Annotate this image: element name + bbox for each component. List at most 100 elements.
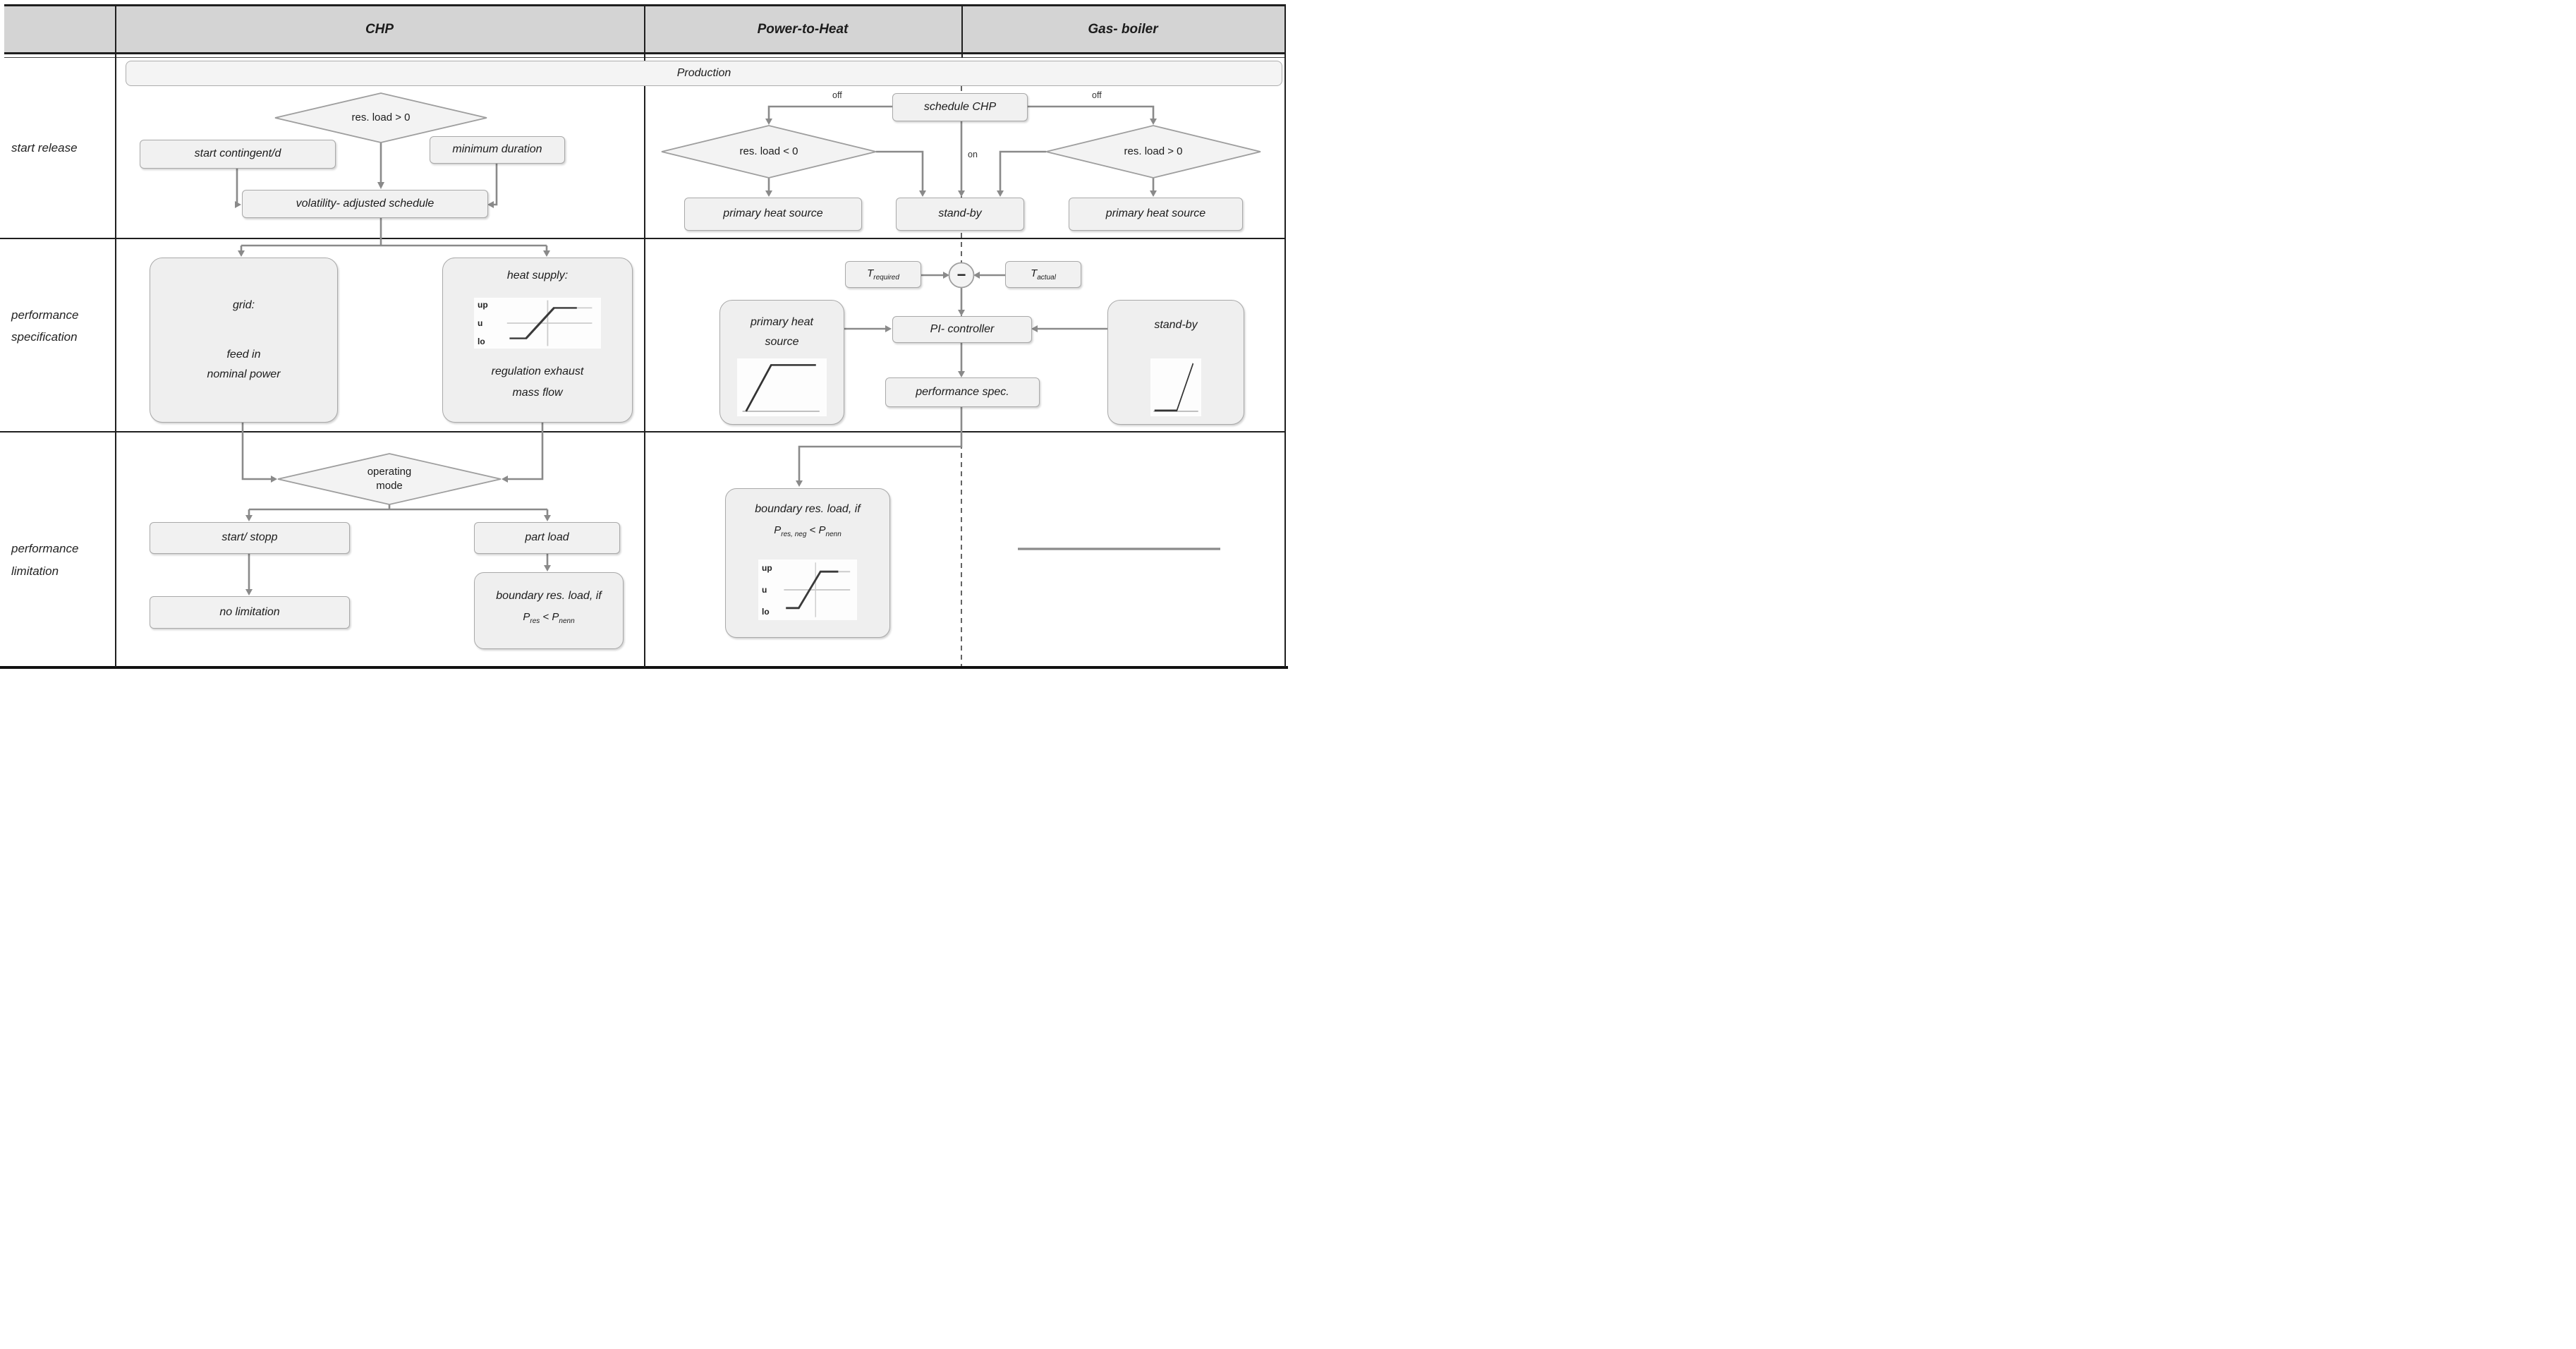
ramp-chart-primary-heat <box>737 358 827 416</box>
line-diamondleft-to-standby <box>876 150 924 190</box>
row-border-1 <box>0 238 1286 239</box>
header-col-gas: Gas- boiler <box>961 6 1284 52</box>
diamond-res-load-gas-label: res. load > 0 <box>1083 141 1224 162</box>
p-res-neg-sub: res, neg <box>781 531 807 538</box>
off-right-label: off <box>1092 90 1102 100</box>
primary-heat-source-left-label: primary heat source <box>723 207 823 220</box>
header-chp-label: CHP <box>365 21 394 37</box>
stand-by-label: stand-by <box>938 207 982 220</box>
primary-heat-source-right-label: primary heat source <box>1105 207 1206 220</box>
pi-controller-label: PI- controller <box>930 322 995 335</box>
on-label: on <box>968 150 978 159</box>
p-nenn-sub-2: nenn <box>825 531 842 538</box>
limiter-curve-svg-2 <box>784 562 851 617</box>
ramp-late-svg <box>1153 363 1198 412</box>
p-nenn-base: P <box>552 611 559 623</box>
p-res-base: P <box>523 611 530 623</box>
diamond-res-load-chp <box>274 92 487 143</box>
limiter-chart-heat-supply: up u lo <box>474 298 601 349</box>
header-pth-label: Power-to-Heat <box>757 21 849 37</box>
row-label-perf-lim-1: performance <box>11 542 79 555</box>
start-stopp-label: start/ stopp <box>221 531 278 544</box>
header-col-pth: Power-to-Heat <box>644 6 961 52</box>
start-contingent-box: start contingent/d <box>140 140 336 169</box>
diamond-res-load-pth <box>661 125 877 179</box>
minimum-duration-box: minimum duration <box>430 136 565 164</box>
row-border-2 <box>0 431 1286 432</box>
off-left-label: off <box>832 90 842 100</box>
t-actual-sub: actual <box>1037 273 1056 282</box>
boundary-res-load-chp-box: boundary res. load, if Pres < Pnenn <box>474 572 624 649</box>
line-mode-split <box>248 504 549 515</box>
limiter-curve-svg <box>506 300 593 346</box>
limiter-up-label: up <box>478 300 488 310</box>
col-border-chp-pth <box>644 4 645 667</box>
grid-feed-in: feed in <box>226 349 261 361</box>
limiter-u-label: u <box>478 318 483 328</box>
schedule-chp-label: schedule CHP <box>923 100 997 113</box>
line-minduration-to-schedule <box>494 162 498 206</box>
phs-line2: source <box>765 336 799 348</box>
line-perfspec-to-boundary <box>798 406 963 480</box>
diamond-res-load-pth-text: res. load < 0 <box>739 145 798 157</box>
part-load-label: part load <box>525 531 569 544</box>
stand-by-chart-box: stand-by <box>1107 300 1244 425</box>
production-banner: Production <box>126 61 1282 86</box>
heat-mass-flow: mass flow <box>512 387 563 399</box>
row-label-perf-lim-2: limitation <box>11 564 59 578</box>
grid-box: grid: feed in nominal power <box>150 258 338 423</box>
connector-layer <box>235 86 1261 666</box>
stand-by-box: stand-by <box>896 198 1024 231</box>
heat-supply-box: heat supply: up u lo regulation exhaust … <box>442 258 633 423</box>
p-res-neg-base: P <box>774 524 782 536</box>
boundary-pth-line1: boundary res. load, if <box>755 503 861 515</box>
limiter-up-label-2: up <box>762 563 772 573</box>
minimum-duration-label: minimum duration <box>452 143 542 156</box>
line-schedulechp-off-right <box>1026 105 1155 119</box>
no-limitation-box: no limitation <box>150 596 350 629</box>
stand-by-2-label: stand-by <box>1154 319 1198 331</box>
no-limitation-label: no limitation <box>219 605 280 618</box>
t-required-box: Trequired <box>845 261 921 288</box>
volatility-schedule-label: volatility- adjusted schedule <box>296 197 435 210</box>
heat-supply-title: heat supply: <box>506 270 569 282</box>
volatility-schedule-box: volatility- adjusted schedule <box>242 190 488 218</box>
line-diamondright-to-standby <box>999 150 1046 190</box>
ramp-chart-stand-by <box>1150 358 1201 416</box>
part-load-box: part load <box>474 522 620 554</box>
table-right-border <box>1284 4 1286 667</box>
t-actual-box: Tactual <box>1005 261 1081 288</box>
diamond-res-load-gas <box>1045 125 1261 179</box>
less-than-op-2: < <box>806 524 819 536</box>
row-label-perf-spec-1: performance <box>11 308 79 322</box>
minus-sign: − <box>956 266 966 284</box>
diamond-operating-mode <box>277 453 502 505</box>
start-contingent-label: start contingent/d <box>194 147 281 160</box>
t-required-sub: required <box>873 273 899 282</box>
p-nenn-sub: nenn <box>559 617 575 625</box>
t-actual-label: Tactual <box>1031 267 1056 282</box>
ramp-up-svg <box>742 364 820 412</box>
diamond-res-load-gas-text: res. load > 0 <box>1124 145 1183 157</box>
line-heat-to-mode <box>508 421 544 480</box>
operating-text: operating <box>367 465 412 478</box>
performance-spec-box: performance spec. <box>885 377 1040 407</box>
grid-nominal-power: nominal power <box>207 368 281 380</box>
p-nenn-base-2: P <box>818 524 826 536</box>
mode-text: mode <box>376 480 403 492</box>
limiter-u-label-2: u <box>762 585 767 595</box>
less-than-op: < <box>540 611 552 623</box>
line-startcontingent-to-schedule <box>235 167 238 206</box>
p-res-sub: res <box>530 617 540 625</box>
boundary-chp-formula: Pres < Pnenn <box>475 611 623 626</box>
t-required-base: T <box>867 267 874 279</box>
boundary-res-load-pth-box: boundary res. load, if Pres, neg < Pnenn… <box>725 488 890 638</box>
boundary-pth-formula: Pres, neg < Pnenn <box>726 524 889 539</box>
arrowheads <box>235 119 1157 595</box>
grid-title: grid: <box>232 299 255 311</box>
performance-spec-label: performance spec. <box>916 385 1009 398</box>
row-label-perf-spec-2: specification <box>11 330 78 344</box>
diamond-operating-mode-label: operating mode <box>333 460 446 498</box>
line-grid-to-mode <box>241 421 271 480</box>
row-label-start-release: start release <box>11 141 78 155</box>
